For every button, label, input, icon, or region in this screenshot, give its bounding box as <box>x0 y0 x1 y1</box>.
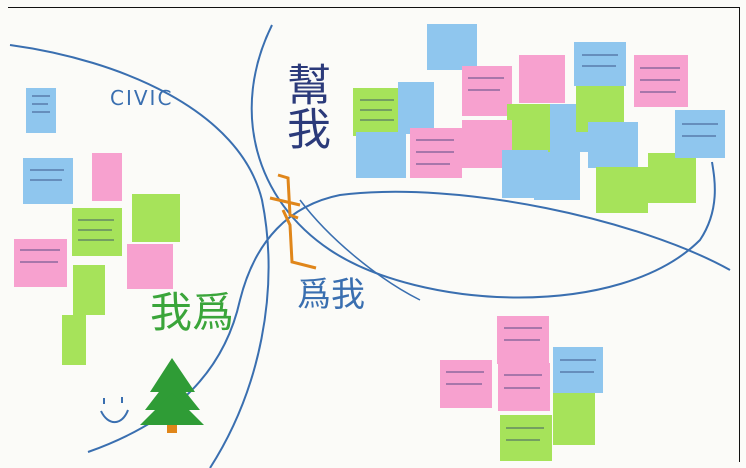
sticky-note-pink <box>92 153 122 201</box>
sticky-notes <box>14 24 725 461</box>
top-border <box>8 7 740 8</box>
civic-label: CIVIC <box>110 86 174 110</box>
sticky-note-green <box>62 315 86 365</box>
sticky-note-green <box>553 393 595 445</box>
sticky-note-green <box>73 265 105 315</box>
sticky-note-pink <box>634 55 688 107</box>
help-me-circle-arc <box>250 24 716 299</box>
smiley-face-drawing <box>100 397 129 424</box>
sticky-note-green <box>507 104 555 152</box>
sticky-note-green <box>596 167 648 213</box>
right-border <box>739 7 740 462</box>
sticky-note-green <box>353 88 401 136</box>
sticky-note-blue <box>427 24 477 70</box>
sticky-note-blue <box>23 158 73 204</box>
help-me-label: 幫我 <box>279 62 330 150</box>
sticky-note-blue <box>356 132 406 178</box>
sticky-note-pink <box>410 128 462 178</box>
sticky-note-blue <box>26 88 56 133</box>
sticky-note-pink <box>14 239 67 287</box>
sticky-note-pink <box>498 363 550 411</box>
handwriting-scribbles <box>20 54 718 441</box>
civic-circle-arc <box>9 44 270 468</box>
sticky-note-blue <box>588 122 638 168</box>
sticky-note-blue <box>398 82 434 134</box>
for-me-label: 爲我 <box>297 275 365 315</box>
me-for-label: 我爲 <box>150 288 235 337</box>
sticky-note-blue <box>675 110 725 158</box>
sticky-note-pink <box>127 244 173 289</box>
sticky-note-blue <box>574 42 626 86</box>
orange-bracket-mark <box>269 173 317 270</box>
sticky-note-blue <box>553 347 603 393</box>
sticky-note-pink <box>462 66 512 116</box>
pine-tree-drawing <box>140 358 204 433</box>
sticky-note-pink <box>519 55 565 103</box>
sticky-note-blue <box>534 152 580 200</box>
sticky-note-green <box>132 194 180 242</box>
sticky-note-green <box>500 415 552 461</box>
sticky-note-green <box>72 208 122 256</box>
sticky-note-green <box>648 153 696 203</box>
lower-curve <box>299 199 421 301</box>
